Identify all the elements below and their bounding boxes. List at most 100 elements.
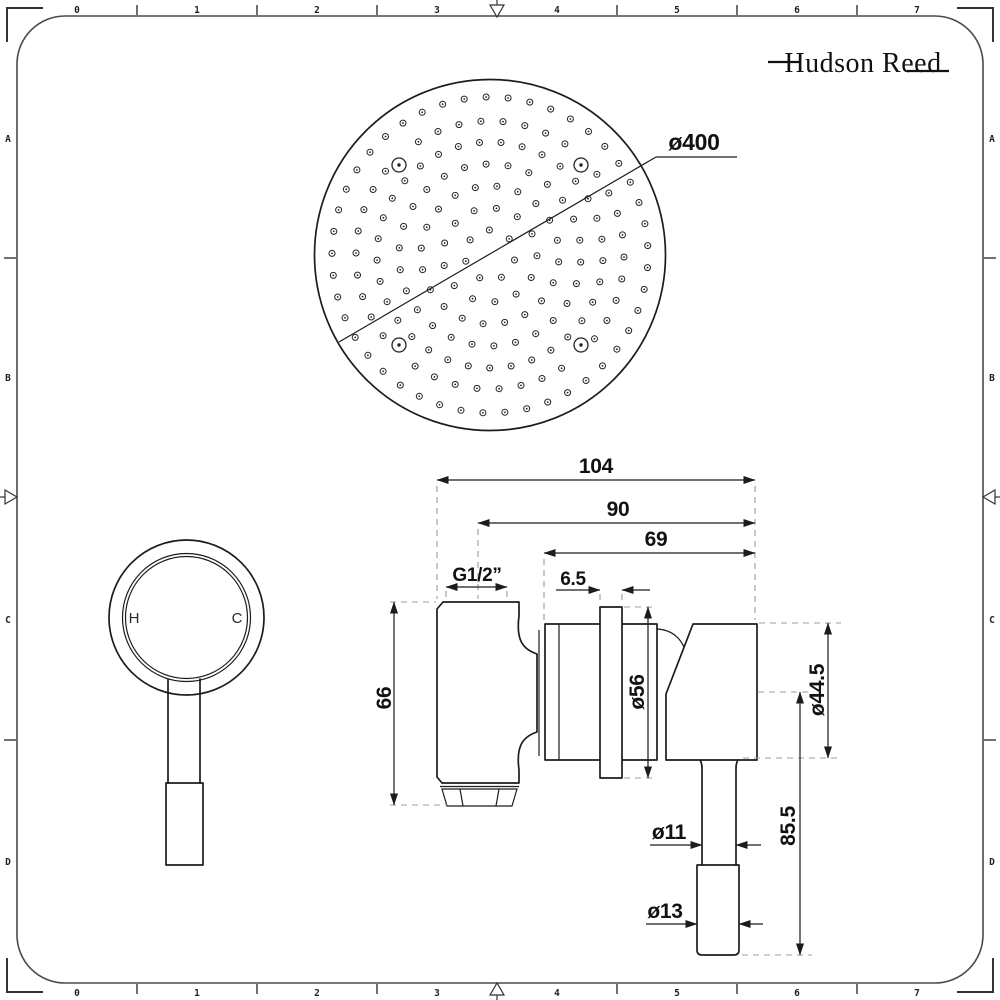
nozzle-dot <box>336 296 339 298</box>
ruler-label-right: C <box>989 615 995 626</box>
nozzle-dot <box>500 276 503 279</box>
svg-text:90: 90 <box>607 498 630 521</box>
nozzle <box>564 333 572 341</box>
nozzle <box>532 200 540 207</box>
nozzle <box>388 194 396 202</box>
nozzle <box>492 204 500 212</box>
nozzle-dot <box>354 336 357 339</box>
dimension-d56: ø56 <box>626 606 652 779</box>
nozzle <box>497 139 505 146</box>
nozzle-dot <box>550 349 552 352</box>
nozzle <box>514 188 522 196</box>
nozzle <box>538 375 546 382</box>
nozzle-dot <box>585 379 587 382</box>
nozzle <box>553 236 561 244</box>
nozzle <box>379 214 387 222</box>
nozzle <box>450 282 458 290</box>
nozzle <box>330 227 338 235</box>
nozzle <box>525 169 533 177</box>
nozzle-dot <box>507 164 509 167</box>
nozzle-dot <box>596 217 598 220</box>
dimension-66: 66 <box>373 601 398 806</box>
nozzle <box>521 122 529 130</box>
nozzle <box>558 364 566 372</box>
nozzle <box>626 178 634 186</box>
nozzle <box>528 356 536 364</box>
ruler-label-top: 4 <box>554 5 560 16</box>
nozzle-dot <box>417 140 420 143</box>
nozzle <box>625 327 633 335</box>
nozzle <box>423 186 431 193</box>
dimension-6-5: 6.5 <box>556 569 650 594</box>
nozzle-dot <box>488 229 491 231</box>
nozzle <box>543 180 551 188</box>
nozzle-dot <box>344 316 346 319</box>
nozzle-dot <box>510 365 512 367</box>
nozzle-dot <box>541 377 543 380</box>
nozzle-dot <box>620 278 623 280</box>
nozzle <box>462 257 470 265</box>
nozzle <box>615 159 623 167</box>
screw-dot <box>579 343 583 347</box>
cartridge-flange <box>599 606 623 779</box>
nozzle-dot <box>403 179 406 182</box>
nozzle-dot <box>471 343 473 346</box>
nozzle-dot <box>616 348 618 351</box>
nozzle-dot <box>485 96 487 98</box>
nozzle <box>400 222 408 230</box>
nozzle <box>596 278 604 286</box>
nozzle <box>396 266 404 274</box>
ruler-label-bottom: 4 <box>554 988 560 999</box>
nozzle <box>466 236 474 244</box>
nozzle-dot <box>355 252 357 254</box>
ruler-label-left: C <box>5 615 11 626</box>
dimension-90: 90 <box>477 498 756 527</box>
nozzle-dot <box>443 175 446 178</box>
nozzle-dot <box>541 153 543 156</box>
nozzle <box>556 162 564 170</box>
nozzle-dot <box>431 324 434 327</box>
nozzle-dot <box>500 141 502 144</box>
nozzle-dot <box>514 341 517 344</box>
nozzle <box>490 342 498 350</box>
nozzle <box>542 129 550 137</box>
nozzle <box>570 215 578 223</box>
control-handle <box>665 623 758 761</box>
nozzle <box>477 117 485 125</box>
nozzle-dot <box>391 197 394 200</box>
brand-logo: Hudson Reed <box>768 48 949 79</box>
nozzle <box>555 258 563 266</box>
nozzle-dot <box>425 226 428 229</box>
nozzle-dot <box>464 260 467 263</box>
nozzle <box>360 206 368 214</box>
nozzle-dot <box>416 308 419 311</box>
nozzle <box>599 257 607 265</box>
nozzle-dot <box>503 321 506 324</box>
nozzle-dot <box>638 201 640 204</box>
nozzle <box>430 373 438 381</box>
ruler-label-right: A <box>989 134 995 145</box>
ruler-label-left: B <box>5 373 11 384</box>
nozzle <box>497 273 505 281</box>
ruler-label-top: 5 <box>674 5 680 16</box>
nozzle <box>544 398 552 406</box>
nozzle <box>547 105 555 113</box>
nozzle-dot <box>369 151 371 154</box>
nozzle-dot <box>591 301 594 304</box>
nozzle <box>507 362 515 370</box>
ruler-label-top: 2 <box>314 5 320 16</box>
nozzle-dot <box>384 135 387 138</box>
nozzle-dot <box>405 290 408 292</box>
screw-dot <box>579 163 583 167</box>
nozzle-pattern <box>328 93 652 417</box>
nozzle <box>620 253 628 261</box>
nozzle <box>382 133 389 140</box>
nozzle <box>518 143 526 151</box>
nozzle <box>640 285 648 293</box>
nozzle-dot <box>482 322 484 325</box>
nozzle-dot <box>521 145 523 148</box>
nozzle-dot <box>498 387 500 390</box>
nozzle <box>601 142 609 150</box>
